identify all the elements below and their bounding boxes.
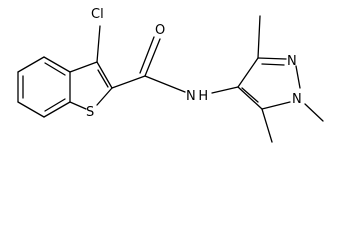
bond-s-c7a xyxy=(69,101,87,110)
bond-c5p-c4 xyxy=(237,86,263,110)
bond-c2-carbonyl xyxy=(111,75,146,89)
bond-c3-cl xyxy=(96,25,101,63)
bond-c3p-methyl xyxy=(257,15,261,59)
bond-benzene-3 xyxy=(17,101,45,118)
bond-carbonyl-o-double xyxy=(139,36,155,74)
bond-benzene-4 xyxy=(43,101,71,118)
bond-benzene-4-inner xyxy=(44,98,66,112)
atom-label-o: O xyxy=(155,23,165,38)
bond-c3-c2 xyxy=(96,61,113,89)
bonds xyxy=(17,15,324,143)
bond-benzene-1 xyxy=(17,56,45,73)
bond-nh-c4 xyxy=(211,86,239,94)
atom-label-n1: N xyxy=(292,92,302,107)
bond-c3-c2-inner xyxy=(97,69,109,88)
bond-n2-n1 xyxy=(295,65,301,89)
atom-label-s: S xyxy=(86,105,94,120)
bond-c5p-methyl xyxy=(261,108,273,143)
bond-benzene-6-inner xyxy=(44,62,66,76)
bond-c3p-n2 xyxy=(257,57,287,60)
bond-c3a-c3 xyxy=(69,61,98,73)
atom-labels: Cl O S N H N N xyxy=(86,7,302,120)
molecule-structure: Cl O S N H N N xyxy=(17,7,324,143)
bond-c3p-n2-inner xyxy=(261,63,285,66)
atom-label-nh: N H xyxy=(186,89,208,104)
bond-c5p-c4-inner xyxy=(241,87,259,103)
bond-n1-c5p xyxy=(261,101,291,110)
bond-carbonyl-o xyxy=(144,38,161,77)
atom-label-cl: Cl xyxy=(91,7,104,22)
bond-benzene-6 xyxy=(43,56,71,73)
bond-n1-methyl xyxy=(304,103,324,122)
atom-label-n2: N xyxy=(287,54,297,69)
bond-c4-c3p xyxy=(237,57,259,88)
bond-carbonyl-nh xyxy=(144,75,186,93)
bond-c2-s xyxy=(96,87,113,106)
